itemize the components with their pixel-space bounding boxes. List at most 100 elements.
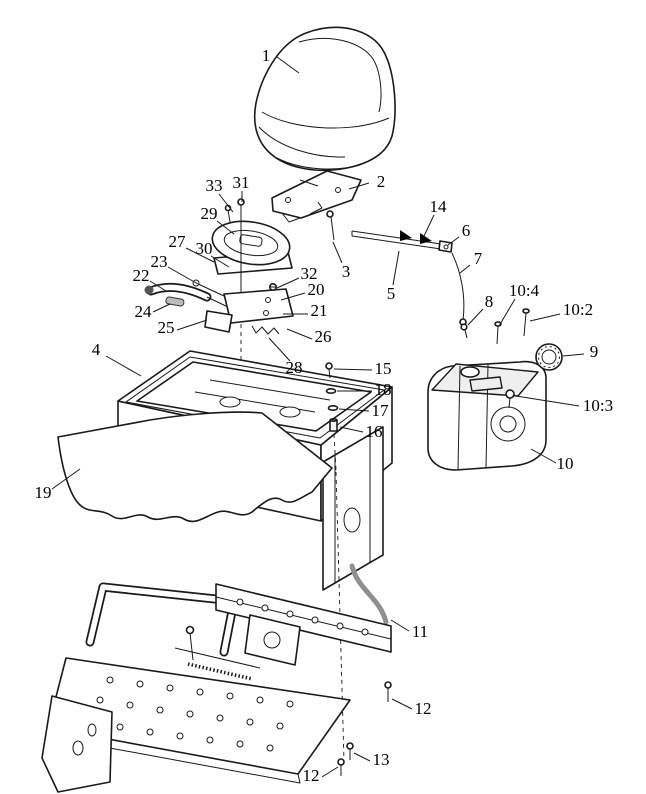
callout-9: 9	[562, 342, 598, 361]
leader-line	[353, 752, 371, 762]
leader-line	[149, 280, 167, 292]
callout-21: 21	[283, 301, 328, 320]
tank-screw-10-4	[494, 321, 502, 345]
frame-bolt-12-bottom	[337, 758, 345, 776]
callout-label: 15	[375, 359, 392, 378]
callout-label: 10:4	[509, 281, 540, 300]
leader-line	[218, 193, 234, 213]
callout-label: 13	[373, 750, 390, 769]
leader-line	[562, 353, 585, 357]
leader-line	[391, 698, 413, 710]
rod-arrow	[420, 233, 432, 244]
lower-frame	[41, 582, 392, 793]
callout-3: 3	[332, 241, 351, 281]
callout-label: 14	[430, 197, 448, 216]
callout-26: 26	[286, 327, 332, 346]
tank-screw-10-2	[522, 308, 530, 337]
leader-line	[333, 368, 373, 371]
leader-line	[338, 408, 370, 412]
callout-24: 24	[135, 302, 171, 321]
leader-line	[167, 266, 199, 285]
seat	[253, 26, 396, 172]
callout-label: 10	[557, 454, 574, 473]
callout-19: 19	[35, 468, 81, 502]
leader-line	[216, 220, 235, 235]
callout-label: 17	[372, 401, 390, 420]
leader-line	[321, 766, 339, 778]
fuel-cap-9	[535, 343, 563, 371]
mount-hardware-stack	[325, 362, 339, 471]
leader-line	[51, 468, 81, 490]
callout-label: 7	[474, 249, 483, 268]
callout-label: 10:3	[583, 396, 613, 415]
leader-line	[286, 328, 313, 340]
leader-line	[392, 250, 400, 286]
fuel-tank	[427, 308, 563, 471]
callout-30: 30	[196, 239, 230, 268]
floor-mat	[57, 411, 333, 523]
callout-label: 32	[301, 264, 318, 283]
frame-bolt-13	[346, 742, 354, 760]
callout-10:3: 10:3	[515, 395, 613, 415]
frame-bolt-12-right	[384, 681, 392, 702]
callout-11: 11	[390, 619, 428, 641]
callout-label: 3	[342, 262, 351, 281]
leader-line	[185, 247, 215, 263]
callout-25: 25	[158, 318, 208, 337]
leader-line	[447, 236, 460, 246]
callout-label: 11	[412, 622, 428, 641]
callout-6: 6	[447, 221, 470, 246]
callout-32: 32	[276, 264, 318, 289]
callout-27: 27	[169, 232, 215, 263]
leader-line	[515, 395, 580, 407]
callout-5: 5	[387, 250, 400, 303]
callout-14: 14	[423, 197, 448, 237]
callout-18: 18	[337, 380, 392, 399]
leader-line	[268, 337, 291, 362]
leader-line	[467, 308, 484, 326]
leader-line	[332, 241, 343, 264]
callout-15: 15	[333, 359, 392, 378]
leader-line	[276, 277, 300, 289]
rod-arrow	[400, 230, 412, 241]
callout-label: 22	[133, 266, 150, 285]
leader-line	[280, 292, 306, 301]
callout-10: 10	[530, 448, 574, 473]
control-rod	[351, 230, 468, 339]
callout-label: 4	[92, 340, 101, 359]
callout-23: 23	[151, 252, 199, 285]
callout-label: 23	[151, 252, 168, 271]
callout-label: 2	[377, 172, 386, 191]
plate-holes	[86, 676, 294, 752]
callout-label: 1	[262, 46, 271, 65]
leader-line	[498, 298, 516, 327]
callout-label: 24	[135, 302, 153, 321]
callout-label: 12	[415, 699, 432, 718]
leader-line	[210, 255, 230, 268]
leader-line	[176, 319, 208, 331]
drain-hose	[349, 563, 389, 625]
callout-10:4: 10:4	[498, 281, 540, 327]
leader-line	[276, 56, 300, 74]
leader-line	[459, 264, 471, 274]
callout-2: 2	[348, 172, 386, 191]
callout-28: 28	[268, 337, 303, 377]
callout-label: 5	[387, 284, 396, 303]
callout-12: 12	[391, 698, 432, 718]
callout-label: 10:2	[563, 300, 593, 319]
leader-line	[390, 619, 410, 632]
leader-line	[423, 214, 435, 237]
callout-label: 29	[201, 204, 218, 223]
callout-label: 30	[196, 239, 213, 258]
leader-line	[339, 426, 364, 433]
callout-label: 21	[311, 301, 328, 320]
leader-line	[530, 448, 557, 464]
callout-13: 13	[353, 750, 390, 769]
callout-17: 17	[338, 401, 390, 420]
callout-31: 31	[233, 173, 250, 202]
callout-22: 22	[133, 266, 167, 292]
callout-label: 8	[485, 292, 494, 311]
